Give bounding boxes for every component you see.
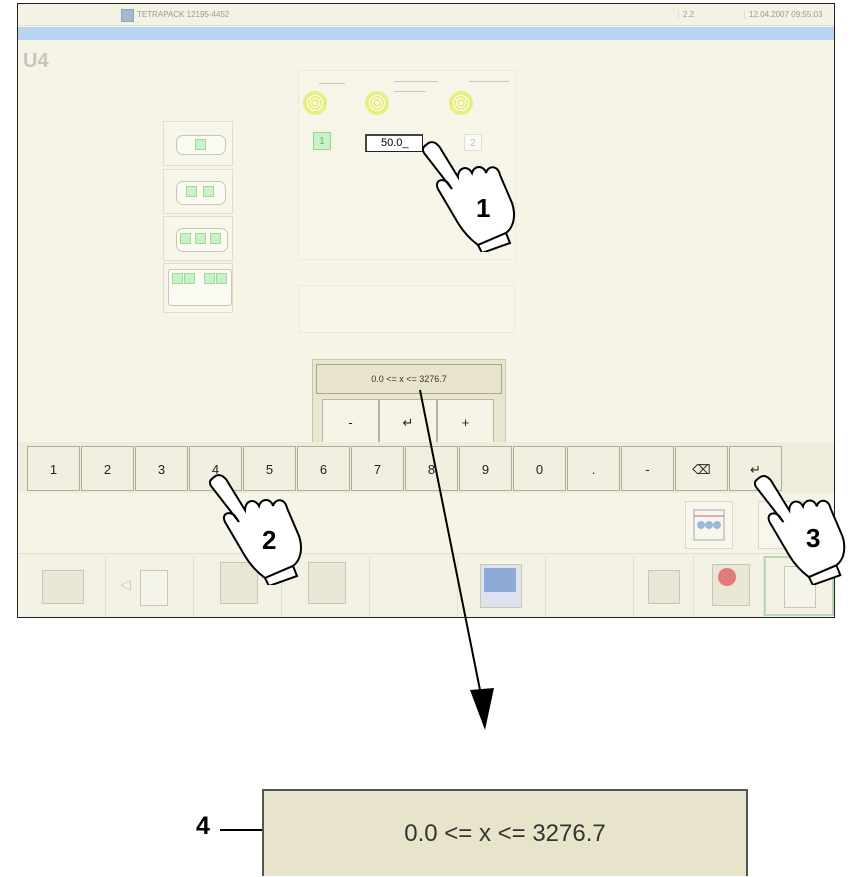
dimension-icon bbox=[394, 91, 426, 92]
screen-switch-button[interactable] bbox=[18, 556, 106, 616]
option-2-button[interactable]: 2 bbox=[464, 134, 482, 151]
reel-icon bbox=[365, 91, 389, 115]
key-2[interactable]: 2 bbox=[81, 446, 134, 491]
toolbar-empty-slot[interactable] bbox=[370, 556, 458, 616]
title-bar: TETRAPACK 12195-4452 2.2 12.04.2007 09:5… bbox=[18, 4, 834, 26]
key-6[interactable]: 6 bbox=[297, 446, 350, 491]
datetime-label: 12.04.2007 09:55:03 bbox=[744, 10, 822, 19]
reel-icon bbox=[303, 91, 327, 115]
list-view-button[interactable]: ◁ bbox=[106, 556, 194, 616]
version-label: 2.2 bbox=[678, 10, 694, 19]
key-backspace[interactable]: ⌫ bbox=[675, 446, 728, 491]
option-1-button[interactable]: 1 bbox=[313, 132, 331, 150]
callout-3: 3 bbox=[806, 523, 821, 553]
plus-button[interactable]: + bbox=[437, 399, 494, 444]
callout-2: 2 bbox=[262, 525, 277, 555]
mode-button-double[interactable] bbox=[163, 169, 233, 214]
mode-button-combined[interactable] bbox=[163, 263, 233, 313]
key-minus[interactable]: - bbox=[621, 446, 674, 491]
dimension-icon bbox=[319, 83, 345, 84]
arrow-left-list-icon: ◁ bbox=[120, 576, 131, 592]
stop-button[interactable] bbox=[694, 556, 764, 616]
callout-4: 4 bbox=[196, 812, 210, 840]
info-panel bbox=[299, 285, 515, 333]
range-label-zoom: 0.0 <= x <= 3276.7 bbox=[262, 789, 748, 876]
io-button[interactable] bbox=[634, 556, 694, 616]
dimension-icon bbox=[394, 81, 438, 82]
status-bar bbox=[18, 27, 834, 40]
value-input[interactable]: 50.0_ bbox=[365, 134, 423, 152]
hand-pointer-icon bbox=[208, 474, 302, 585]
machine-screen: TETRAPACK 12195-4452 2.2 12.04.2007 09:5… bbox=[17, 3, 835, 618]
key-1[interactable]: 1 bbox=[27, 446, 80, 491]
minus-button[interactable]: - bbox=[322, 399, 379, 444]
key-5[interactable]: 5 bbox=[243, 446, 296, 491]
network-transfer-button[interactable] bbox=[282, 556, 370, 616]
dimension-icon bbox=[469, 81, 509, 82]
key-3[interactable]: 3 bbox=[135, 446, 188, 491]
range-popup: 0.0 <= x <= 3276.7 - ↵ + bbox=[312, 359, 506, 445]
app-icon bbox=[121, 9, 134, 22]
hand-pointer-icon bbox=[753, 475, 846, 585]
toolbar-empty-slot[interactable] bbox=[546, 556, 634, 616]
key-decimal[interactable]: . bbox=[567, 446, 620, 491]
range-label: 0.0 <= x <= 3276.7 bbox=[316, 364, 502, 394]
screen-id-label: U4 bbox=[23, 50, 49, 72]
key-7[interactable]: 7 bbox=[351, 446, 404, 491]
mode-button-triple[interactable] bbox=[163, 216, 233, 261]
key-0[interactable]: 0 bbox=[513, 446, 566, 491]
stop-icon bbox=[718, 568, 736, 586]
numeric-keypad: 1 2 3 4 5 6 7 8 9 0 . - ⌫ ↵ bbox=[18, 442, 834, 493]
monitor-icon bbox=[484, 568, 516, 592]
key-9[interactable]: 9 bbox=[459, 446, 512, 491]
reel-icon bbox=[449, 91, 473, 115]
hand-pointer-icon bbox=[421, 141, 515, 252]
machine-icon[interactable] bbox=[685, 501, 733, 549]
callout-line bbox=[220, 829, 262, 831]
mode-button-single[interactable] bbox=[163, 121, 233, 166]
monitor-button[interactable] bbox=[458, 556, 546, 616]
callout-1: 1 bbox=[476, 193, 491, 223]
app-title: TETRAPACK 12195-4452 bbox=[137, 10, 230, 19]
